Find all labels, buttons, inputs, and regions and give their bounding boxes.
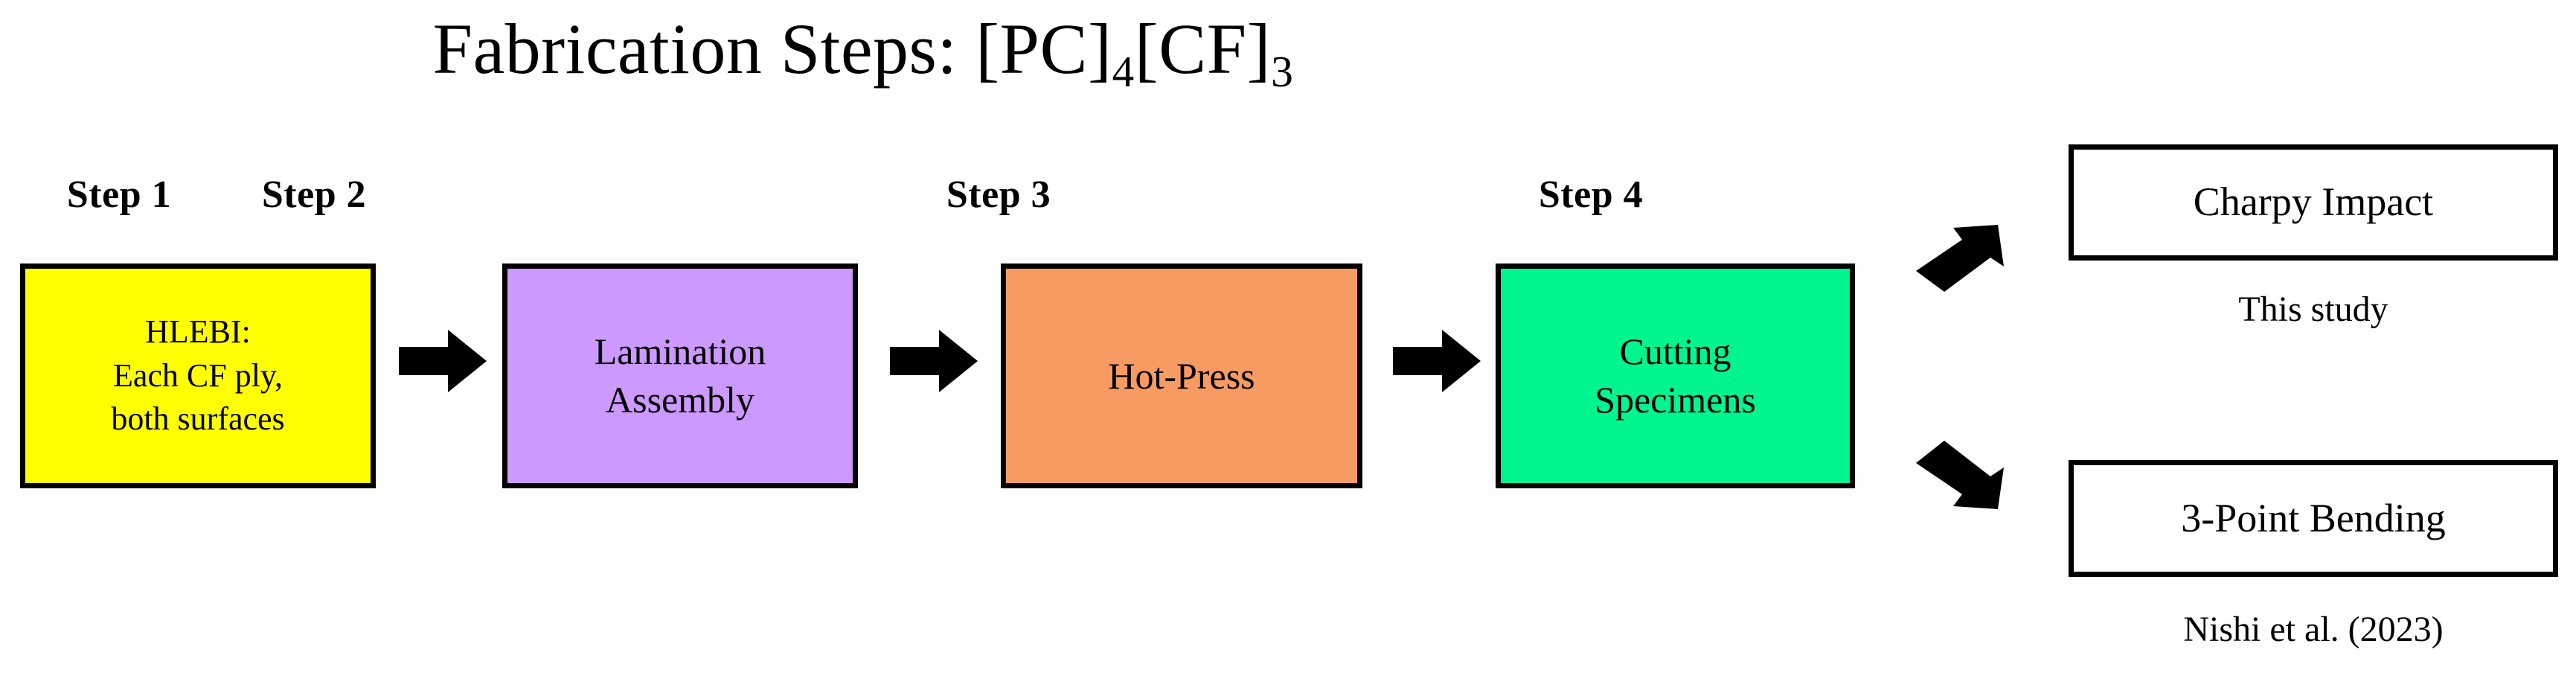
right-block-arrow-icon-1 [399, 326, 487, 396]
down-right-block-arrow-icon [1916, 438, 2011, 515]
step-label-3: Step 3 [946, 173, 1051, 216]
up-right-block-arrow-icon [1916, 225, 2011, 302]
diagram-title: Fabrication Steps: [PC]4[CF]3 [0, 13, 1726, 94]
outcome-box-3-point-bending[interactable]: 3-Point Bending [2069, 460, 2558, 577]
step-box-hlebi-text: HLEBI: Each CF ply, both surfaces [111, 313, 285, 438]
step-box-cutting-specimens-text: Cutting Specimens [1595, 330, 1756, 421]
step-label-2: Step 2 [261, 173, 367, 216]
title-subscript-cf: 3 [1271, 46, 1294, 96]
outcome-caption-charpy-impact: This study [2238, 290, 2388, 329]
title-prefix: Fabrication Steps: [PC] [432, 9, 1112, 89]
step-box-hot-press[interactable]: Hot-Press [1001, 264, 1362, 488]
right-block-arrow-icon-3 [1393, 326, 1481, 396]
step-box-lamination-assembly[interactable]: Lamination Assembly [502, 264, 858, 488]
title-subscript-pc: 4 [1112, 46, 1135, 96]
outcome-box-charpy-impact[interactable]: Charpy Impact [2069, 144, 2558, 261]
step-box-hlebi[interactable]: HLEBI: Each CF ply, both surfaces [20, 264, 376, 488]
outcome-caption-3-point-bending: Nishi et al. (2023) [2183, 610, 2444, 649]
step-label-4: Step 4 [1538, 173, 1644, 216]
step-box-lamination-assembly-text: Lamination Assembly [594, 330, 766, 421]
outcome-box-charpy-impact-text: Charpy Impact [2193, 179, 2434, 225]
title-middle: [CF] [1134, 9, 1272, 89]
outcome-box-3-point-bending-text: 3-Point Bending [2181, 495, 2446, 540]
step-box-hot-press-text: Hot-Press [1108, 354, 1255, 397]
step-box-cutting-specimens[interactable]: Cutting Specimens [1496, 264, 1855, 488]
right-block-arrow-icon-2 [890, 326, 978, 396]
step-label-1: Step 1 [66, 173, 172, 216]
